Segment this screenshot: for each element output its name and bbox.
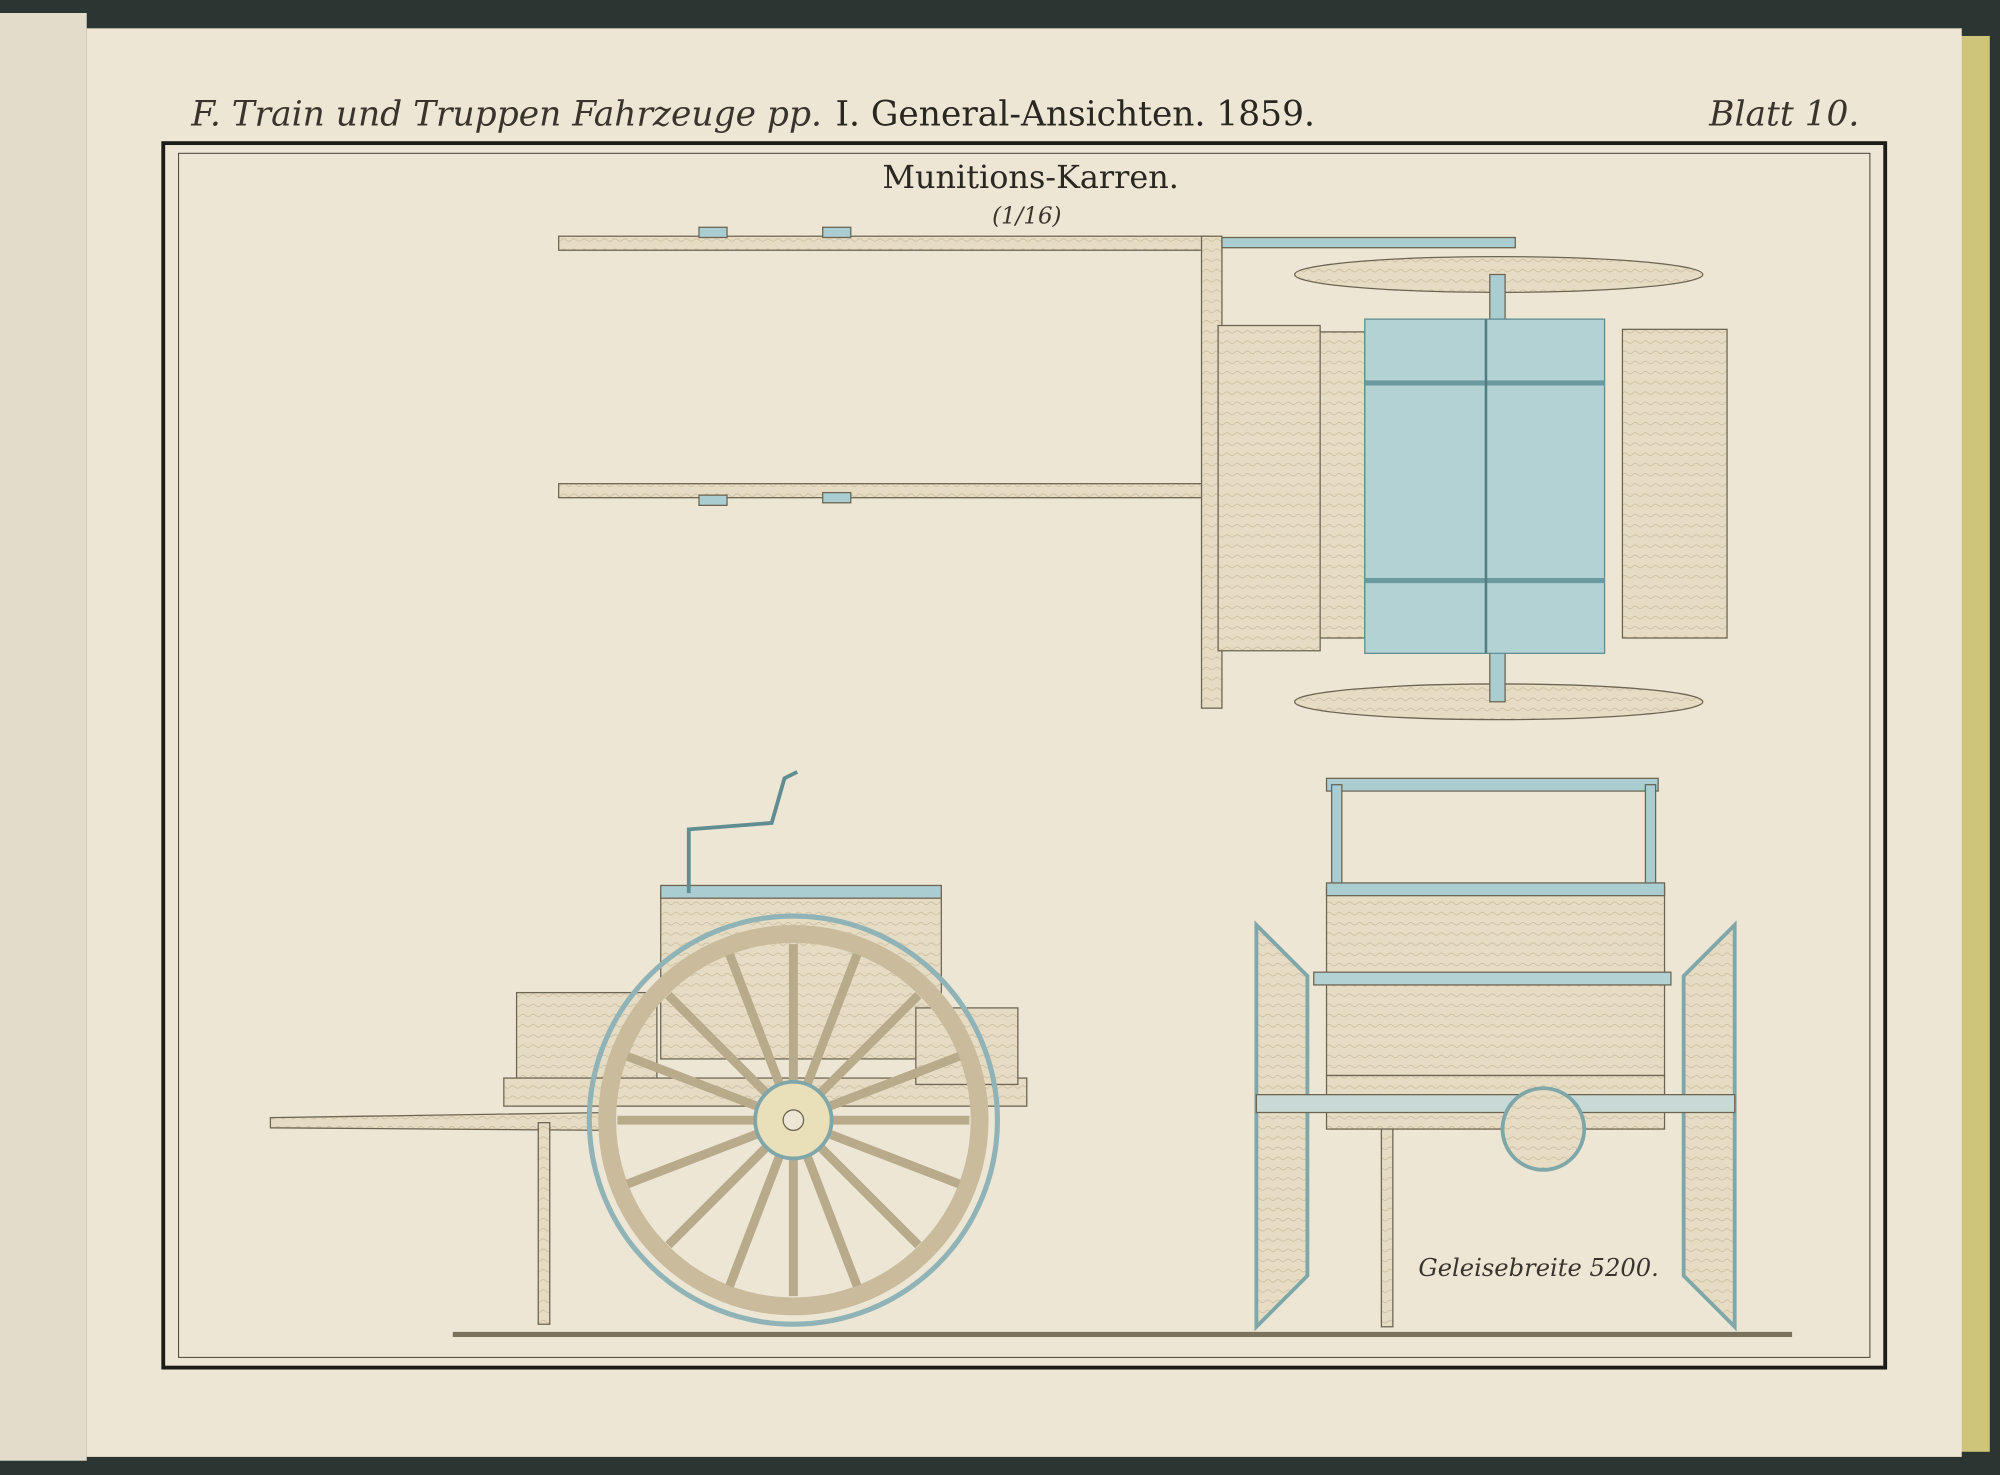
- plate-scale: (1/16): [992, 203, 1061, 229]
- wheel-rear-right: [1681, 920, 1737, 1332]
- header-left: F. Train und Truppen Fahrzeuge pp.: [190, 94, 822, 134]
- header-center: I. General-Ansichten. 1859.: [835, 94, 1314, 134]
- plate-title: Munitions-Karren.: [882, 158, 1179, 196]
- bucket: [1500, 1086, 1587, 1172]
- wheel-side: [586, 913, 1000, 1327]
- caption-track-width: Geleisebreite 5200.: [1418, 1254, 1659, 1282]
- side-board-left: [1217, 324, 1321, 652]
- plan-view: [558, 226, 1728, 721]
- shaft-top: [558, 235, 1210, 251]
- side-view: [269, 770, 1793, 1337]
- prop-leg: [537, 1122, 551, 1325]
- header-right: Blatt 10.: [1708, 94, 1859, 134]
- wheel-rear-left: [1254, 920, 1310, 1332]
- seat-rail: [686, 770, 799, 894]
- left-page: [0, 13, 87, 1461]
- axle-rear: [1255, 1094, 1736, 1114]
- rear-view: [1254, 777, 1737, 1332]
- side-board-right: [1621, 328, 1728, 639]
- plate-frame: [161, 141, 1888, 1370]
- shaft-bottom: [558, 483, 1210, 499]
